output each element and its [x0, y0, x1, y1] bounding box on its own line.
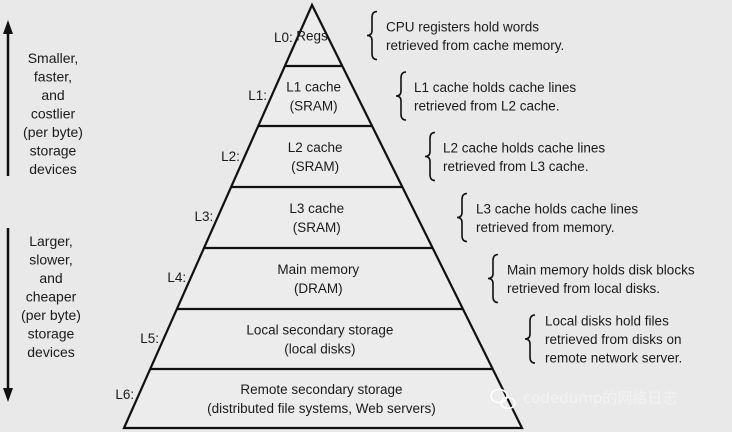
level-name-line: (distributed file systems, Web servers): [207, 401, 436, 416]
level-description-line: Local disks hold files: [545, 314, 669, 329]
level-code: L5:: [140, 331, 159, 346]
level-description-line: remote network server.: [545, 351, 682, 366]
level-l2: L2: L2 cache (SRAM) L2 cache holds cache li…: [221, 131, 605, 189]
level-l0: L0:Regs CPU registers hold words retrieved…: [274, 10, 564, 68]
level-description-line: CPU registers hold words: [386, 19, 539, 34]
level-name-line: (SRAM): [293, 220, 341, 235]
curly-brace-icon: [395, 71, 407, 121]
level-description-line: retrieved from disks on: [545, 332, 682, 347]
left-note-top-line: faster,: [34, 69, 72, 85]
left-note-bottom-line: storage: [28, 326, 75, 342]
level-description-line: retrieved from local disks.: [507, 281, 660, 296]
down-arrow-icon: [3, 388, 13, 402]
left-note-top-line: devices: [29, 161, 76, 177]
left-note-top-line: (per byte): [23, 124, 83, 140]
level-code: L6:: [115, 387, 134, 402]
level-l4: L4: Main memory (DRAM) Main memory holds di…: [167, 253, 695, 311]
level-name-line: L2 cache: [288, 140, 343, 155]
up-arrow-icon: [3, 20, 13, 34]
level-code: L2:: [221, 149, 240, 164]
level-code: L1:: [248, 88, 267, 103]
level-name-line: L1 cache: [286, 80, 341, 95]
level-code: L3:: [194, 209, 213, 224]
level-description-line: L3 cache holds cache lines: [476, 201, 638, 216]
level-description-line: retrieved from cache memory.: [386, 38, 564, 53]
curly-brace-icon: [424, 131, 436, 182]
curly-brace-icon: [487, 253, 499, 304]
left-note-top-line: costlier: [31, 106, 76, 122]
left-note-bottom-line: cheaper: [26, 289, 77, 305]
left-note-bottom-line: slower,: [29, 252, 73, 268]
left-note-top-line: Smaller,: [28, 50, 79, 66]
level-name-line: (SRAM): [290, 99, 338, 114]
level-description-line: retrieved from memory.: [476, 220, 615, 235]
curly-brace-icon: [366, 10, 378, 61]
level-code: L0:: [274, 30, 293, 45]
pyramid-outline: [122, 2, 524, 430]
left-note-bottom-line: (per byte): [21, 307, 81, 323]
level-l5: L5: Local secondary storage (local disks) L…: [140, 314, 682, 371]
curly-brace-icon: [456, 192, 468, 243]
level-description-line: Main memory holds disk blocks: [507, 262, 695, 277]
left-note-bottom-line: Larger,: [29, 233, 73, 249]
level-name-line: Regs: [296, 29, 328, 44]
left-note-top-line: and: [41, 87, 64, 103]
level-name-line: (SRAM): [291, 159, 339, 174]
level-name-line: Local secondary storage: [246, 323, 393, 338]
level-name-line: (DRAM): [294, 281, 343, 296]
level-l6: L6: Remote secondary storage (distributed …: [115, 382, 435, 416]
wechat-icon: [490, 388, 516, 410]
level-code: L4:: [167, 270, 186, 285]
level-name-line: (local disks): [284, 342, 355, 357]
watermark-text: codedump的网络日志: [523, 389, 677, 407]
curly-brace-icon: [524, 314, 536, 364]
left-note-top-line: storage: [30, 143, 77, 159]
left-note-bottom-line: and: [39, 270, 62, 286]
level-name-line: L3 cache: [289, 201, 344, 216]
left-note-bottom-line: devices: [27, 344, 74, 360]
level-description-line: L2 cache holds cache lines: [443, 140, 605, 155]
level-l1: L1: L1 cache (SRAM) L1 cache holds cache li…: [248, 71, 576, 128]
level-description-line: retrieved from L2 cache.: [414, 98, 560, 113]
level-name-line: Remote secondary storage: [240, 382, 402, 397]
level-name-line: Main memory: [277, 262, 359, 277]
level-l3: L3: L3 cache (SRAM) L3 cache holds cache li…: [194, 192, 638, 250]
level-description-line: L1 cache holds cache lines: [414, 80, 576, 95]
level-description-line: retrieved from L3 cache.: [443, 159, 589, 174]
